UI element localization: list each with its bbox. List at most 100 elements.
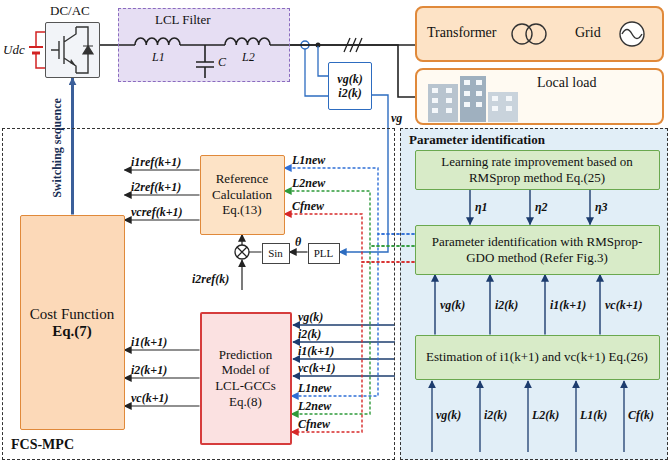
filter-fill xyxy=(118,8,290,82)
inductor-symbol xyxy=(135,38,180,45)
signal-arrow xyxy=(623,381,624,452)
node-text: Learning rate improvement based on RMSpr… xyxy=(420,154,655,185)
edge-label: η2 xyxy=(535,200,548,215)
connector xyxy=(529,190,530,225)
node-text: PLL xyxy=(314,247,334,260)
igbt-symbol xyxy=(70,59,76,66)
edge-label: i1ref(k+1) xyxy=(131,155,181,170)
edge-label: i2(k) xyxy=(495,298,518,313)
connector xyxy=(290,251,308,252)
edge-label: vcref(k+1) xyxy=(131,205,182,220)
edge-label: i2ref(k+1) xyxy=(131,180,181,195)
connector xyxy=(292,246,415,414)
process-box: Learning rate improvement based on RMSpr… xyxy=(415,150,660,190)
process-box: Reference Calculation Eq.(13) xyxy=(200,155,285,235)
inverter-fill xyxy=(45,22,100,78)
signal-arrow xyxy=(293,341,395,342)
connector xyxy=(340,95,389,252)
connector xyxy=(285,214,415,262)
connector xyxy=(285,168,415,234)
node-text: Grid xyxy=(575,25,601,42)
connector xyxy=(125,349,200,350)
edge-label: Cfnew xyxy=(292,199,324,214)
node-text: Local load xyxy=(537,75,596,92)
signal-label: vg(k) xyxy=(436,408,461,423)
node-text: Cost Function xyxy=(30,305,115,323)
sensor-lead xyxy=(305,45,328,96)
connector xyxy=(292,262,415,432)
signal-label: Udc xyxy=(3,42,25,58)
igbt-symbol xyxy=(51,27,88,73)
connector xyxy=(292,234,415,396)
node-text: Parameter identification xyxy=(409,132,545,148)
node-text: Reference Calculation Eq.(13) xyxy=(205,171,280,218)
signal-arrow xyxy=(293,375,395,376)
grid-box: TransformerGrid xyxy=(415,6,664,62)
edge-label: i2(k+1) xyxy=(131,363,167,378)
connector xyxy=(125,219,200,220)
edge-label: vc(k+1) xyxy=(605,298,642,313)
inverter-box: DC/AC xyxy=(45,22,100,78)
node-text: Eq.(7) xyxy=(52,323,92,340)
node-text: Sin xyxy=(268,247,283,260)
connector xyxy=(125,377,200,378)
edge-label: i1(k+1) xyxy=(131,335,167,350)
edge-label: Switching sequence xyxy=(50,98,65,198)
node-text: LCL Filter xyxy=(155,12,211,28)
edge-label: L1new xyxy=(298,381,331,396)
function-box: PLL xyxy=(308,243,340,264)
capacitor-symbol xyxy=(196,45,214,78)
signal-arrow xyxy=(527,381,528,452)
node-text: Estimation of i1(k+1) and vc(k+1) Eq.(26… xyxy=(426,349,648,365)
signal-arrow xyxy=(293,324,395,325)
signal-label: i2(k) xyxy=(484,408,507,423)
multiplier-symbol xyxy=(237,247,247,257)
signal-label: i2ref(k) xyxy=(192,272,229,287)
connector xyxy=(469,190,470,225)
building-icon xyxy=(460,76,486,122)
building-window xyxy=(432,80,512,113)
node-text: Parameter identification with RMSprop-GD… xyxy=(420,234,655,265)
signal-label: L2 xyxy=(242,50,255,65)
signal-label: L1 xyxy=(152,50,165,65)
grid-fill xyxy=(415,6,664,62)
edge-label: vc(k+1) xyxy=(131,391,168,406)
signal-arrow xyxy=(431,381,432,452)
edge-label: L2new xyxy=(292,176,325,191)
signal-label: L1(k) xyxy=(580,408,607,423)
edge-label: η1 xyxy=(475,200,488,215)
grid-symbol xyxy=(620,22,644,46)
measurement-box: vg(k)i2(k) xyxy=(328,62,372,110)
process-box: Parameter identification with RMSprop-GD… xyxy=(415,225,660,275)
connector xyxy=(434,275,435,335)
signal-label: vg(k) xyxy=(298,310,323,325)
filter-wire xyxy=(118,44,290,46)
node-text: Prediction Model of LCL-GCCs Eq.(8) xyxy=(206,347,286,409)
connector xyxy=(544,275,545,335)
load-box: Local load xyxy=(415,68,664,125)
signal-label: i2(k) xyxy=(298,327,321,342)
connector xyxy=(71,78,74,215)
signal-label: i1(k+1) xyxy=(298,344,334,359)
edge-label: Cfnew xyxy=(298,417,330,432)
grid-symbol xyxy=(622,30,642,39)
signal-label: vc(k+1) xyxy=(298,361,335,376)
signal-arrow xyxy=(241,260,242,290)
panel-fill xyxy=(400,128,668,460)
diode-symbol xyxy=(83,46,93,54)
process-box: Prediction Model of LCL-GCCs Eq.(8) xyxy=(200,312,292,445)
transformer-symbol xyxy=(526,24,546,44)
signal-label: L2(k) xyxy=(532,408,559,423)
load-fill xyxy=(415,68,664,125)
edge-label: vg xyxy=(391,111,402,126)
edge-label: η3 xyxy=(595,200,608,215)
inductor-symbol xyxy=(225,38,270,45)
node-text: FCS-MPC xyxy=(11,437,74,454)
edge-label: vg(k) xyxy=(440,298,465,313)
multiplier-symbol xyxy=(235,245,249,259)
node-text: vg(k) xyxy=(337,72,362,86)
battery-wire xyxy=(36,32,45,68)
connector xyxy=(589,190,590,225)
battery-plate xyxy=(32,52,40,55)
edge-label: i1(k+1) xyxy=(550,298,586,313)
